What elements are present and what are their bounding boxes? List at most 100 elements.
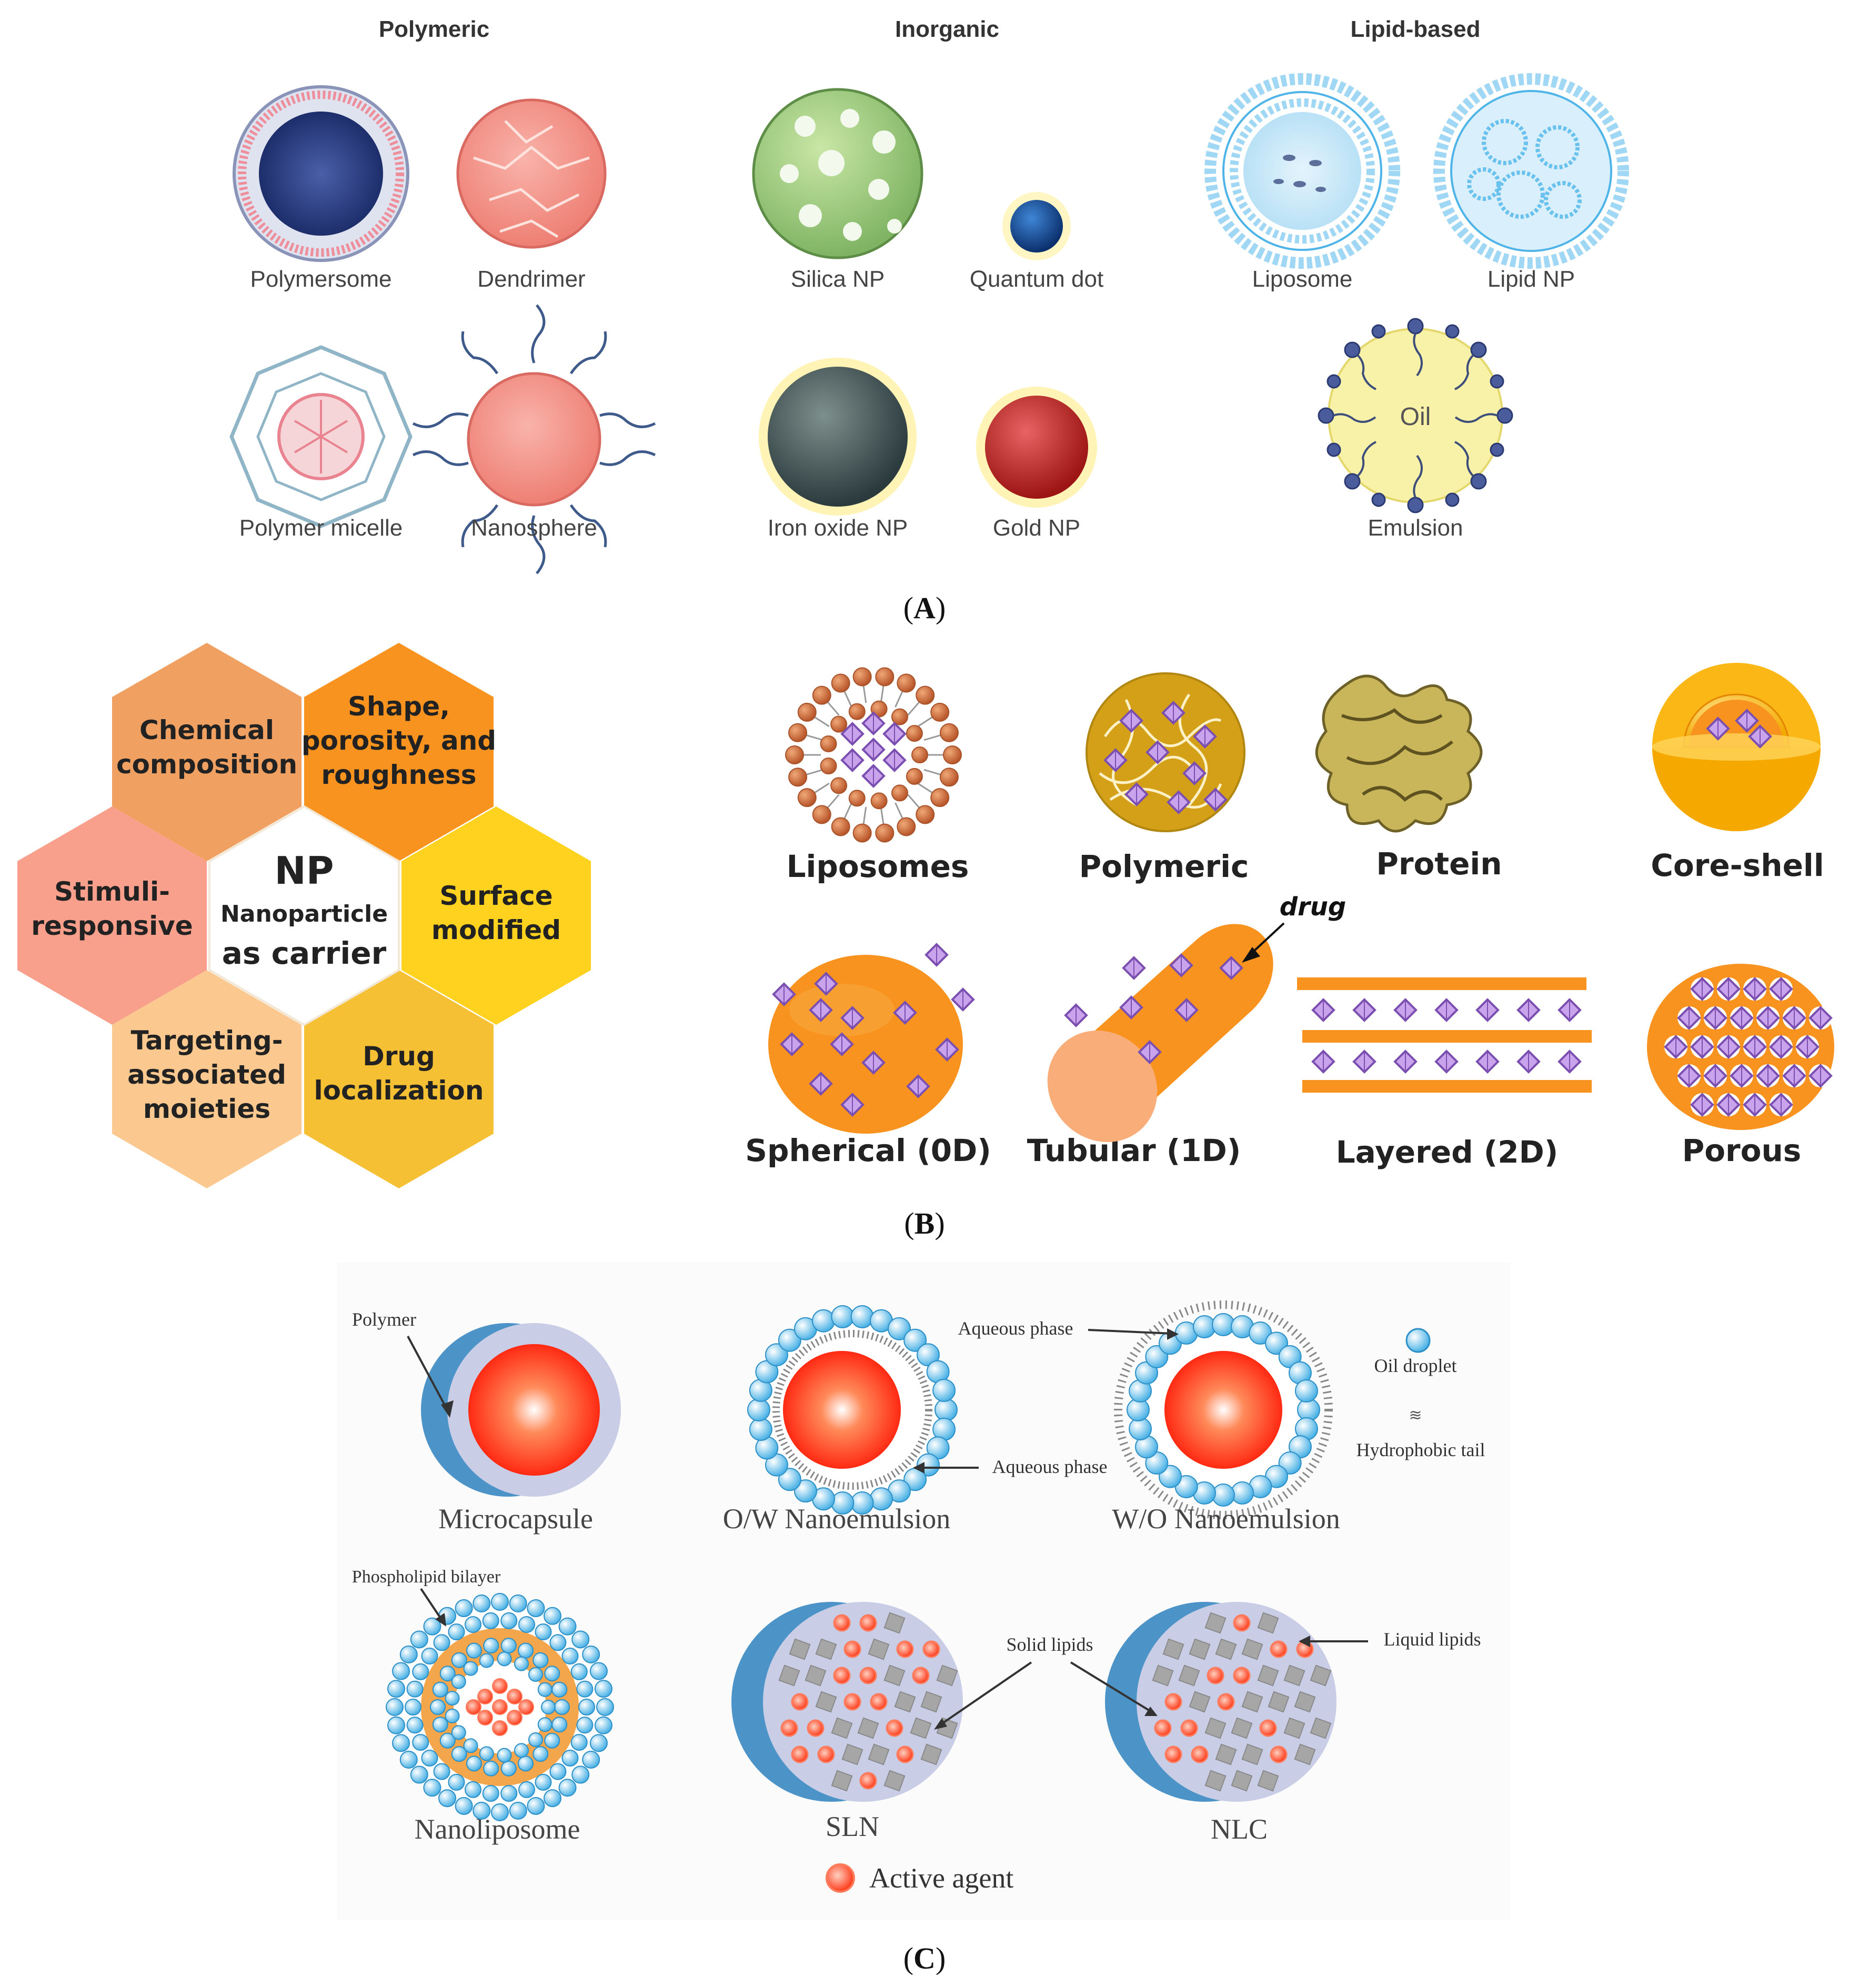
annotation-liquid-lipids: Liquid lipids (1383, 1629, 1481, 1650)
active-agent (1164, 1693, 1182, 1711)
drug-molecule (1476, 998, 1499, 1022)
active-agent (859, 1614, 877, 1632)
oil-droplet (903, 1328, 927, 1352)
phospholipid-head (433, 1634, 450, 1651)
lipid-head-outer (852, 823, 872, 843)
phospholipid-head (549, 1763, 567, 1780)
oil-droplet (747, 1398, 770, 1421)
phospholipid-head (561, 1648, 579, 1665)
phospholipid-head (509, 1801, 527, 1820)
phospholipid-head (500, 1638, 517, 1654)
phospholipid-head (421, 1749, 438, 1767)
phospholipid-head (445, 1708, 460, 1723)
microcapsule-icon: Polymer (352, 1309, 621, 1497)
phospholipid-head (554, 1699, 570, 1715)
lipid-head-inner (820, 758, 837, 775)
oil-droplet (850, 1305, 874, 1328)
hex-chemical-composition (112, 643, 302, 861)
lipid-head-inner (870, 700, 888, 718)
phospholipid-head (406, 1680, 424, 1698)
lipid-head-outer (939, 768, 959, 787)
legend-label: Active agent (869, 1862, 1013, 1894)
lipid-head-inner (870, 792, 888, 810)
protein-icon (1315, 674, 1483, 833)
phospholipid-head (465, 1781, 482, 1798)
lipid-head-outer (785, 745, 804, 764)
annotation-polymer: Polymer (352, 1309, 416, 1330)
hex-text-surface-1: Surface (439, 881, 552, 911)
lipid-head-outer (831, 817, 850, 836)
phospholipid-head (432, 1717, 448, 1733)
lipid-head-inner (830, 777, 848, 794)
phospholipid-head (594, 1680, 612, 1698)
phospholipid-head (410, 1765, 428, 1784)
active-agent (477, 1710, 493, 1725)
lipid-head-inner (906, 725, 923, 742)
lipid-head-inner (820, 735, 837, 752)
phospholipid-head (386, 1698, 404, 1716)
phospholipid-head (527, 1797, 545, 1815)
legend-active-agent: Active agent (826, 1862, 1013, 1894)
phospholipid-head (537, 1717, 552, 1732)
phospholipid-head (582, 1646, 600, 1663)
lipid-head-outer (797, 788, 817, 808)
phospholipid-head (500, 1612, 518, 1629)
liposome-icon (1204, 73, 1400, 269)
active-agent (507, 1689, 522, 1704)
active-agent (912, 1667, 930, 1684)
lipid-head-outer (875, 823, 895, 843)
hex-text-targeting-3: moieties (143, 1094, 270, 1124)
lipid-head-inner (891, 708, 908, 725)
liposomes-b-icon (785, 667, 962, 843)
phospholipid-head (514, 1656, 529, 1671)
phospholipid-head (406, 1717, 424, 1734)
lipid-head-outer (812, 805, 831, 824)
phospholipid-head (576, 1680, 594, 1698)
phospholipid-head (544, 1607, 561, 1625)
category-polymeric: Polymeric (379, 16, 489, 42)
hex-text-shape-1: Shape, (348, 691, 450, 722)
lipid-head-inner (906, 768, 923, 785)
phospholipid-head (561, 1749, 579, 1767)
phospholipid-head (537, 1682, 552, 1697)
active-agent (1270, 1745, 1288, 1763)
hex-center-np (208, 805, 400, 1026)
active-agent (833, 1614, 851, 1632)
lipid-head-outer (788, 723, 808, 742)
lipid-head-outer (930, 788, 950, 808)
lipid-head-outer (897, 673, 916, 693)
phospholipid-head (392, 1734, 410, 1752)
phospholipid-head (497, 1748, 512, 1763)
arrowhead-solid-1 (934, 1718, 947, 1730)
label-wo-nanoemulsion: W/O Nanoemulsion (1112, 1503, 1340, 1535)
hex-text-shape-2: porosity, and (302, 725, 496, 756)
center-caption: as carrier (222, 935, 387, 971)
oil-droplet (778, 1328, 801, 1352)
active-agent (492, 1699, 508, 1715)
active-agent (518, 1699, 534, 1715)
drug-molecule (1435, 998, 1458, 1022)
phospholipid-head (455, 1599, 473, 1618)
wo-nanoemulsion-icon: Oil droplet ≋ Hydrophobic tail (1114, 1300, 1485, 1519)
oil-droplet (888, 1317, 911, 1340)
phospholipid-head (448, 1773, 465, 1791)
arrow-solid-1 (938, 1661, 1032, 1727)
phospholipid-head (571, 1630, 590, 1649)
core-shell-icon (1652, 663, 1821, 831)
drug-molecule (1394, 1050, 1417, 1073)
sln-icon (731, 1602, 963, 1802)
spherical-0d-icon (768, 943, 974, 1134)
label-porous: Porous (1682, 1133, 1802, 1168)
drug-molecule (1476, 1050, 1499, 1073)
phospholipid-head (578, 1699, 595, 1715)
label-polymersome: Polymersome (250, 266, 392, 292)
phospholipid-head (518, 1642, 534, 1659)
category-lipid-based: Lipid-based (1351, 16, 1481, 42)
lipid-head-outer (916, 805, 935, 824)
hex-targeting-moieties (112, 970, 302, 1188)
phospholipid-head (535, 1623, 552, 1641)
arrow-solid-2 (1070, 1661, 1153, 1713)
nlc-icon (1105, 1602, 1336, 1802)
lipid-head-outer (916, 685, 935, 705)
